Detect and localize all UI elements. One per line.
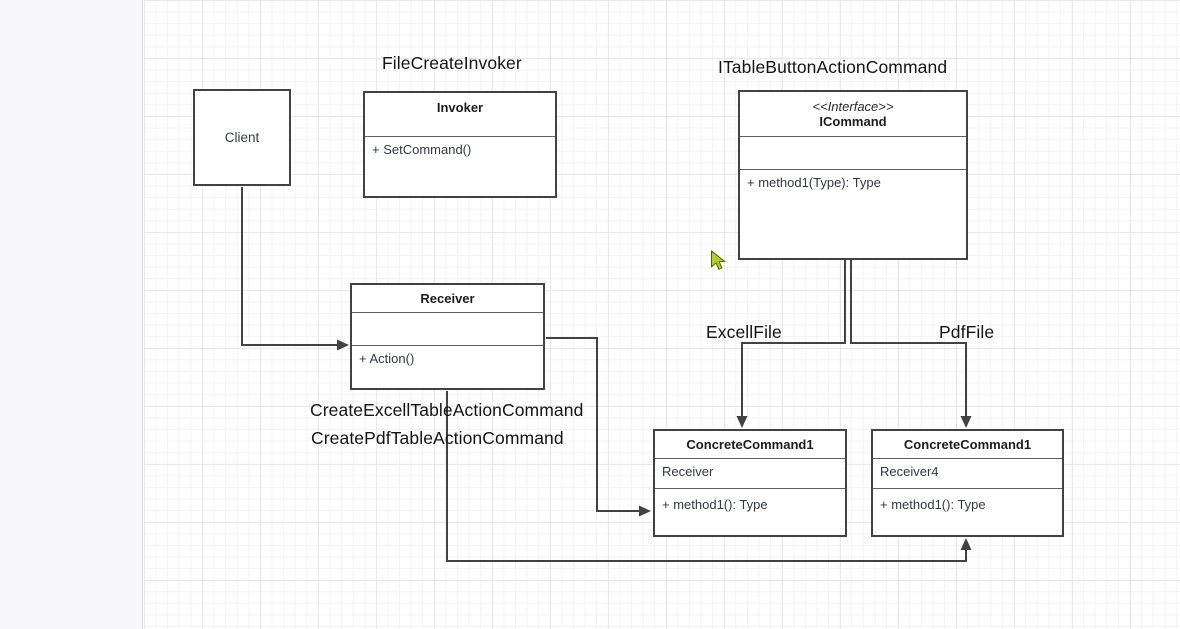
mouse-cursor-icon: [711, 250, 726, 270]
class-title-icommand: ICommand: [819, 113, 887, 129]
method-setcommand: + SetCommand(): [372, 142, 472, 157]
fields-compartment-icommand: [740, 136, 966, 169]
method-method1-pdf: + method1(): Type: [880, 497, 986, 512]
label-file-create-invoker[interactable]: FileCreateInvoker: [382, 53, 522, 73]
class-title-concrete-pdf: ConcreteCommand1: [903, 437, 1032, 452]
edge-receiver-to-concrete2[interactable]: [446, 391, 967, 562]
label-pdf-file[interactable]: PdfFile: [939, 322, 995, 342]
label-excell-file[interactable]: ExcellFile: [706, 322, 782, 342]
label-create-pdf-table-action-command[interactable]: CreatePdfTableActionCommand: [311, 428, 564, 448]
label-itable-button-action-command[interactable]: ITableButtonActionCommand: [718, 57, 948, 77]
diagram-canvas[interactable]: [144, 0, 1180, 629]
class-box-concrete-command-excel[interactable]: ConcreteCommand1 Receiver + method1(): T…: [653, 429, 847, 537]
method-method1-type: + method1(Type): Type: [747, 175, 881, 190]
edge-client-to-receiver[interactable]: [241, 187, 338, 346]
field-receiver: Receiver: [662, 464, 714, 479]
class-box-client[interactable]: Client: [193, 89, 291, 186]
label-create-excell-table-action-command[interactable]: CreateExcellTableActionCommand: [310, 400, 584, 420]
stereotype-interface: <<Interface>>: [812, 98, 894, 114]
class-box-icommand[interactable]: <<Interface>> ICommand + method1(Type): …: [738, 90, 968, 260]
left-panel: [0, 0, 143, 629]
edge-receiver-to-concrete1[interactable]: [546, 337, 640, 512]
edge-icommand-to-concrete2[interactable]: [850, 259, 967, 417]
class-box-receiver[interactable]: Receiver + Action(): [350, 283, 545, 390]
class-title-client: Client: [224, 130, 260, 145]
class-box-concrete-command-pdf[interactable]: ConcreteCommand1 Receiver4 + method1(): …: [871, 429, 1064, 537]
method-action: + Action(): [359, 351, 415, 366]
class-title-invoker: Invoker: [436, 100, 484, 115]
field-receiver4: Receiver4: [880, 464, 939, 479]
class-box-invoker[interactable]: Invoker + SetCommand(): [363, 91, 557, 198]
class-title-concrete-excel: ConcreteCommand1: [686, 437, 814, 452]
class-title-receiver: Receiver: [420, 291, 475, 306]
fields-compartment-receiver: [352, 312, 543, 345]
edge-icommand-to-concrete1[interactable]: [741, 259, 846, 417]
method-method1-excel: + method1(): Type: [662, 497, 768, 512]
